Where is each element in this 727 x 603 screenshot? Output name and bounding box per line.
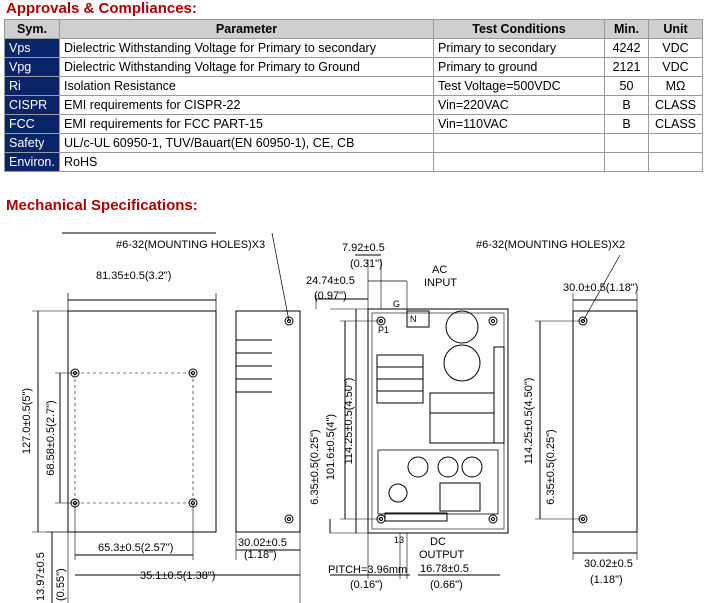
table-header-row: Sym. Parameter Test Conditions Min. Unit (4, 19, 703, 39)
row-min (604, 133, 649, 153)
label-1397-inch: (0.55") (55, 568, 67, 601)
row-test (433, 152, 605, 172)
row-sym: FCC (4, 114, 60, 134)
label-11425b: 114.25±0.5(4.50") (523, 378, 535, 465)
approvals-table: Sym. Parameter Test Conditions Min. Unit… (4, 19, 703, 172)
row-unit: VDC (648, 57, 703, 77)
row-unit: CLASS (648, 114, 703, 134)
label-width-351: 35.1±0.5(1.38") (140, 570, 215, 582)
header-unit: Unit (648, 19, 703, 39)
row-sym: Safety (4, 133, 60, 153)
label-3002a: 30.02±0.5 (238, 537, 287, 549)
row-min: B (604, 114, 649, 134)
mechanical-drawing: #6-32(MOUNTING HOLES)X3 81.35±0.5(3.2") … (21, 232, 638, 603)
row-unit: CLASS (648, 95, 703, 115)
row-sym: Ri (4, 76, 60, 96)
label-2474: 24.74±0.5 (306, 275, 355, 287)
approvals-title: Approvals & Compliances: (6, 0, 197, 17)
label-1678: 16.78±0.5 (420, 563, 469, 575)
row-test: Vin=110VAC (433, 114, 605, 134)
header-sym: Sym. (4, 19, 60, 39)
row-sym: CISPR (4, 95, 60, 115)
row-sym: Environ. (4, 152, 60, 172)
label-13: 13 (394, 535, 404, 545)
row-parameter: UL/c-UL 60950-1, TUV/Bauart(EN 60950-1),… (59, 133, 434, 153)
label-3002b: 30.02±0.5 (584, 558, 633, 570)
row-parameter: Dielectric Withstanding Voltage for Prim… (59, 38, 434, 58)
label-height-127: 127.0±0.5(5") (21, 388, 33, 454)
row-sym: Vpg (4, 57, 60, 77)
row-parameter: Dielectric Withstanding Voltage for Prim… (59, 57, 434, 77)
row-unit (648, 152, 703, 172)
label-dc-output: OUTPUT (419, 549, 465, 561)
row-min: 50 (604, 76, 649, 96)
label-792: 7.92±0.5 (342, 242, 385, 254)
label-3002b-inch: (1.18") (590, 574, 623, 586)
table-row: Environ.RoHS (4, 152, 703, 172)
row-unit: VDC (648, 38, 703, 58)
label-ac-input: INPUT (424, 277, 457, 289)
label-792-inch: (0.31") (350, 258, 383, 270)
label-height-6858: 68.58±0.5(2.7") (45, 400, 57, 475)
label-p1: P1 (378, 325, 389, 335)
row-sym: Vps (4, 38, 60, 58)
row-test: Primary to secondary (433, 38, 605, 58)
side-view-outline (235, 310, 301, 533)
row-parameter: Isolation Resistance (59, 76, 434, 96)
label-11425a: 114.25±0.5(4.50") (343, 378, 355, 465)
row-test (433, 133, 605, 153)
row-min: B (604, 95, 649, 115)
pcb-outline (367, 308, 509, 534)
label-1016: 101.6±0.5(4") (325, 414, 337, 480)
row-parameter: EMI requirements for CISPR-22 (59, 95, 434, 115)
label-635a: 6.35±0.5(0.25") (309, 429, 321, 504)
label-ac: AC (432, 264, 447, 276)
row-unit: MΩ (648, 76, 703, 96)
row-min: 4242 (604, 38, 649, 58)
header-test-conditions: Test Conditions (433, 19, 605, 39)
label-n: N (410, 314, 417, 324)
label-g: G (393, 299, 400, 309)
row-min (604, 152, 649, 172)
label-1397: 13.97±0.5 (35, 552, 47, 601)
label-635b: 6.35±0.5(0.25") (545, 429, 557, 504)
row-test: Primary to ground (433, 57, 605, 77)
header-min: Min. (604, 19, 649, 39)
label-width-81: 81.35±0.5(3.2") (96, 270, 171, 282)
label-3002a-inch: (1.18") (244, 549, 277, 561)
mechanical-title: Mechanical Specifications: (6, 197, 198, 214)
label-width-653: 65.3±0.5(2.57") (98, 542, 173, 554)
row-parameter: RoHS (59, 152, 434, 172)
header-parameter: Parameter (59, 19, 434, 39)
label-dc: DC (430, 536, 446, 548)
label-pitch-inch: (0.16") (350, 579, 383, 591)
row-test: Test Voltage=500VDC (433, 76, 605, 96)
label-mount-x2: #6-32(MOUNTING HOLES)X2 (476, 239, 625, 251)
row-parameter: EMI requirements for FCC PART-15 (59, 114, 434, 134)
row-unit (648, 133, 703, 153)
label-1678-inch: (0.66") (430, 579, 463, 591)
row-test: Vin=220VAC (433, 95, 605, 115)
label-30: 30.0±0.5(1.18") (563, 282, 638, 294)
front-view-outline (67, 310, 217, 533)
label-2474-inch: (0.97") (314, 290, 347, 302)
label-pitch: PITCH=3.96mm (328, 564, 407, 576)
label-mount-x3: #6-32(MOUNTING HOLES)X3 (116, 239, 265, 251)
right-side-view-outline (572, 310, 638, 533)
row-min: 2121 (604, 57, 649, 77)
